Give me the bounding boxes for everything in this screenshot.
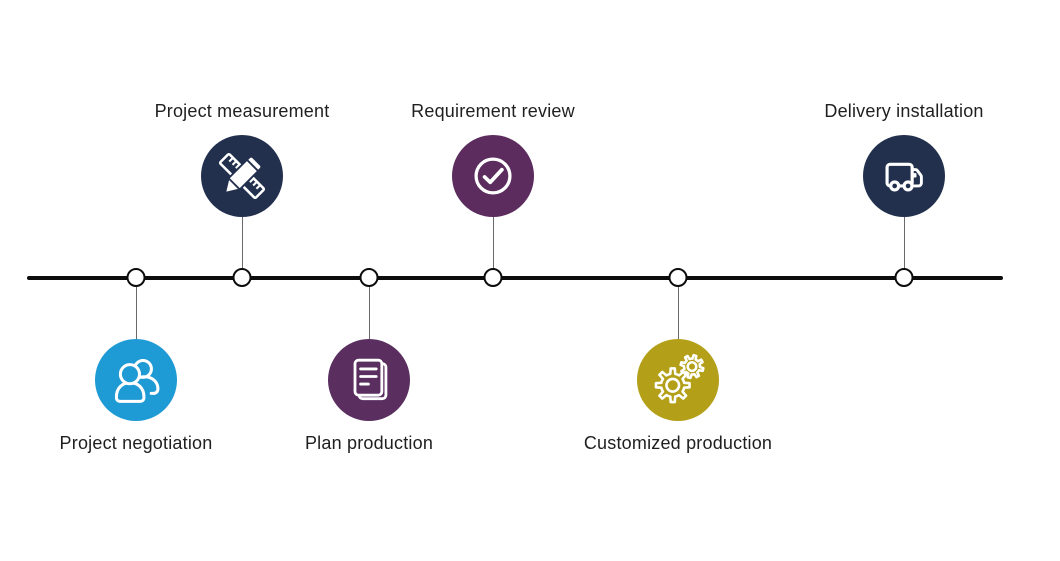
connector-line — [677, 287, 679, 340]
step-bubble — [201, 135, 283, 217]
step-label: Plan production — [304, 433, 434, 453]
document-icon — [353, 358, 388, 401]
step-label: Delivery installation — [824, 101, 984, 121]
connector-line — [135, 287, 137, 340]
timeline-node — [126, 268, 146, 287]
step-bubble — [863, 135, 945, 217]
people-icon — [114, 359, 160, 403]
step-bubble — [95, 339, 177, 421]
step-bubble — [328, 339, 410, 421]
step-label: Project measurement — [154, 101, 330, 121]
truck-icon — [885, 162, 923, 192]
step-label: Requirement review — [411, 101, 575, 121]
timeline-node — [668, 268, 688, 287]
connector-line — [241, 216, 243, 270]
timeline-node — [894, 268, 914, 287]
step-bubble — [452, 135, 534, 217]
connector-line — [368, 287, 370, 340]
timeline-node — [232, 268, 252, 287]
step-label: Customized production — [583, 433, 773, 453]
check-circle-icon — [474, 157, 512, 195]
ruler-pencil-icon — [218, 152, 266, 200]
step-bubble — [637, 339, 719, 421]
gears-icon — [654, 353, 705, 404]
timeline-axis — [27, 276, 1003, 280]
step-label: Project negotiation — [59, 433, 213, 453]
connector-line — [492, 216, 494, 270]
connector-line — [903, 216, 905, 270]
timeline-node — [483, 268, 503, 287]
timeline-node — [359, 268, 379, 287]
